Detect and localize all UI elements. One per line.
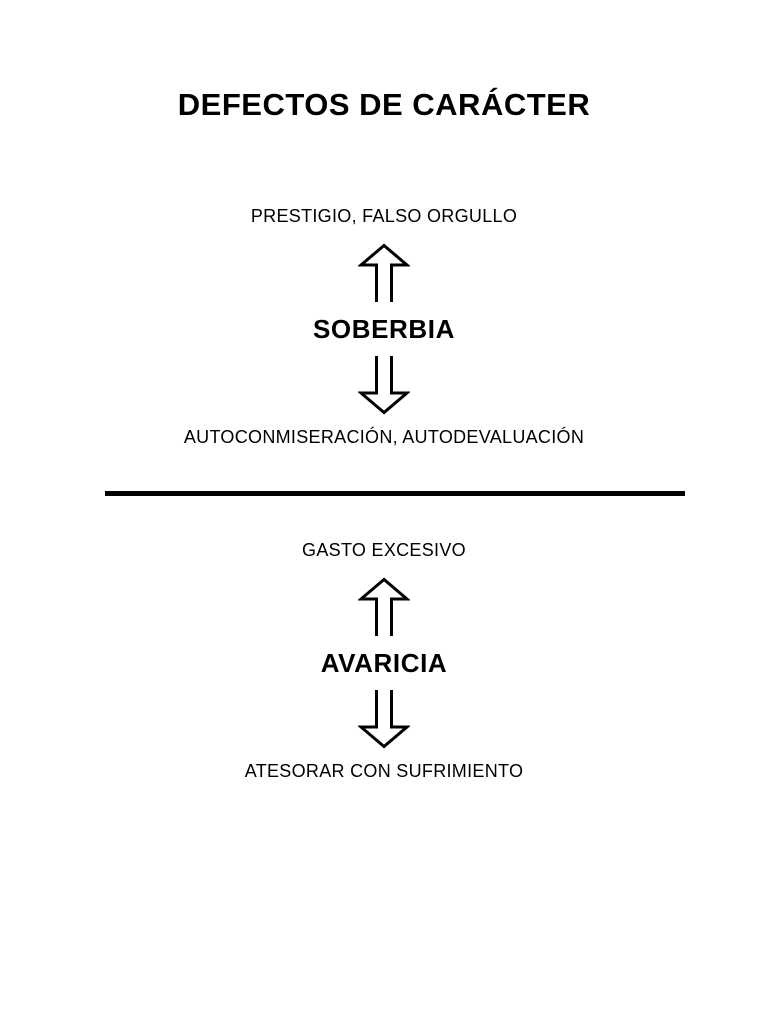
arrow-up-icon [358, 243, 410, 303]
arrow-down-icon [358, 355, 410, 415]
defect-name-soberbia: SOBERBIA [312, 313, 456, 344]
soberbia-bottom-caption: AUTOCONMISERACIÓN, AUTODEVALUACIÓN [183, 426, 585, 447]
avaricia-bottom-caption: ATESORAR CON SUFRIMIENTO [244, 760, 524, 781]
defect-section-soberbia: PRESTIGIO, FALSO ORGULLO SOBERBIA AUTOCO… [0, 206, 768, 448]
soberbia-top-caption: PRESTIGIO, FALSO ORGULLO [250, 206, 518, 226]
arrow-up-icon [358, 577, 410, 637]
defect-name-avaricia: AVARICIA [320, 647, 448, 678]
section-divider [105, 491, 685, 496]
defect-section-avaricia: GASTO EXCESIVO AVARICIA ATESORAR CON SUF… [0, 540, 768, 782]
page-title: DEFECTOS DE CARÁCTER [177, 87, 591, 122]
arrow-down-icon [358, 689, 410, 749]
avaricia-top-caption: GASTO EXCESIVO [302, 540, 466, 560]
